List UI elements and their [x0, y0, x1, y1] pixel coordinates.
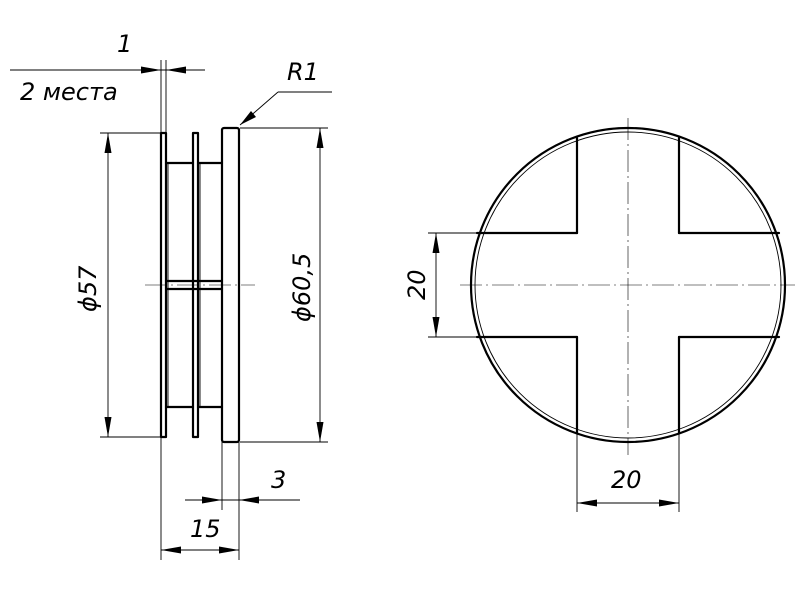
dim-groove-width: 1 2 места [10, 30, 205, 133]
dim-total-width: 15 [160, 437, 240, 560]
outer-diameter-label: ϕ60,5 [288, 253, 316, 322]
cross-height-label: 20 [403, 269, 431, 300]
total-width-label: 15 [190, 515, 221, 543]
flange-thickness-label: 3 [271, 466, 286, 494]
ribs [164, 161, 224, 409]
dim-inner-diameter: ϕ57 [74, 132, 160, 438]
dim-flange-thickness: 3 [185, 442, 300, 510]
dim-cross-height: 20 [403, 232, 577, 338]
front-view [460, 118, 795, 455]
groove-width-label: 1 [117, 30, 132, 58]
cross-width-label: 20 [611, 466, 642, 494]
inner-diameter-label: ϕ57 [74, 265, 102, 312]
dim-outer-diameter: ϕ60,5 [240, 127, 328, 443]
spool-inner-lines [167, 163, 201, 407]
dim-edge-radius: R1 [239, 58, 332, 126]
groove-count-label: 2 места [20, 78, 118, 106]
dim-cross-width: 20 [576, 433, 680, 512]
edge-radius-label: R1 [287, 58, 319, 86]
side-view [145, 126, 255, 444]
